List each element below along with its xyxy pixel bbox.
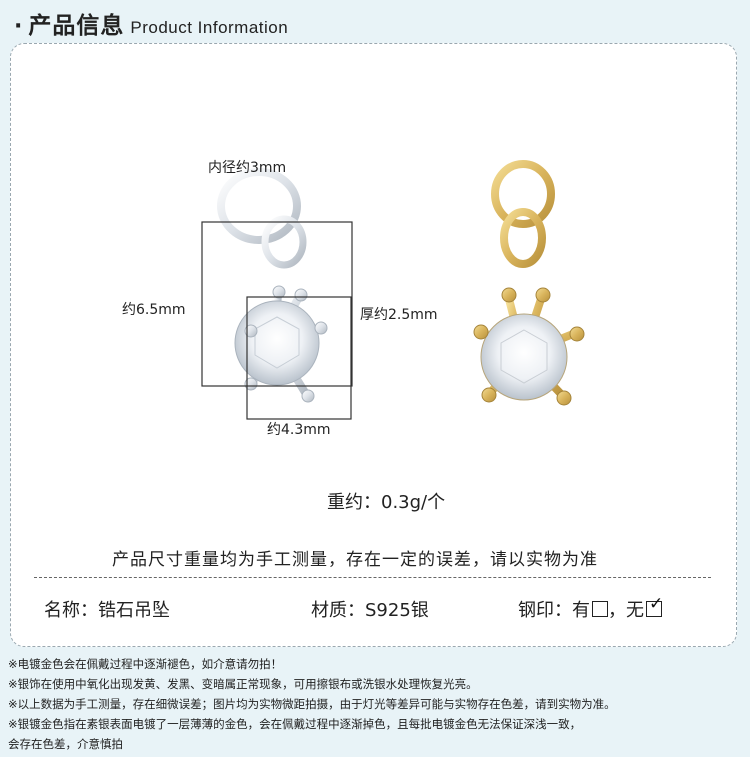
height-label: 约6.5mm (122, 302, 186, 318)
footer-note: ※银饰在使用中氧化出现发黄、发黑、变暗属正常现象，可用擦银布或洗银水处理恢复光亮… (8, 677, 478, 691)
spec-name: 名称：锆石吊坠 (44, 600, 170, 621)
width-label: 约4.3mm (267, 422, 331, 438)
header-title-cn: 产品信息 (28, 13, 125, 39)
divider (34, 577, 711, 578)
silver-pendant (217, 168, 328, 403)
measurement-disclaimer: 产品尺寸重量均为手工测量，存在一定的误差，请以实物为准 (112, 550, 598, 570)
header-title-en: Product Information (130, 18, 289, 37)
footer-note: 会存在色差，介意慎拍 (8, 737, 123, 751)
section-header: · 产品信息 Product Information (14, 6, 288, 40)
footer-note: ※电镀金色会在佩戴过程中逐渐褪色，如介意请勿拍！ (8, 657, 283, 671)
footer-note: ※以上数据为手工测量，存在细微误差；图片均为实物微距拍摄，由于灯光等差异可能与实… (8, 697, 616, 711)
stamp-yes-checkbox (592, 601, 608, 617)
dimension-lines (201, 221, 353, 420)
checkmark-icon: ✓ (649, 594, 664, 614)
thickness-label: 厚约2.5mm (360, 307, 438, 323)
product-image (201, 160, 585, 420)
spec-material: 材质：S925银 (311, 600, 429, 621)
header-bullet: · (14, 14, 23, 39)
stamp-label: 钢印：有 (518, 600, 590, 621)
footer-notes: ※电镀金色会在佩戴过程中逐渐褪色，如介意请勿拍！ ※银饰在使用中氧化出现发黄、发… (8, 654, 744, 754)
stamp-separator: ，无 (608, 600, 644, 621)
gold-pendant (473, 160, 585, 406)
weight-label: 重约：0.3g/个 (327, 492, 446, 513)
footer-note: ※银镀金色指在素银表面电镀了一层薄薄的金色，会在佩戴过程中逐渐掉色，且每批电镀金… (8, 717, 582, 731)
spec-stamp: 钢印：有 ，无✓ (518, 596, 663, 622)
product-info-card: 内径约3mm 约6.5mm 厚约2.5mm 约4.3mm 重约：0.3g/个 产… (10, 43, 737, 647)
stamp-no-checkbox: ✓ (646, 596, 663, 617)
inner-diameter-label: 内径约3mm (208, 160, 287, 176)
